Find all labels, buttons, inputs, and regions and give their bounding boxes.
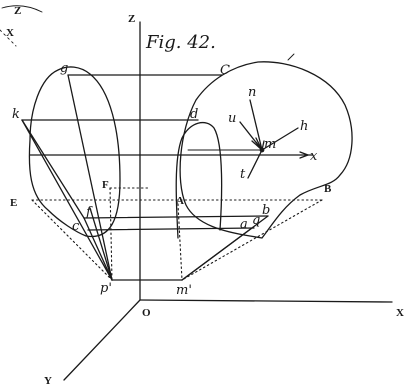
point-label-A: A bbox=[176, 195, 184, 207]
line-A-mprime bbox=[177, 203, 183, 281]
line-B-mprime bbox=[181, 199, 323, 281]
point-label-g: g bbox=[60, 61, 68, 76]
point-label-a: a bbox=[240, 217, 248, 232]
point-label-m: m bbox=[264, 137, 276, 152]
line-F-pprime bbox=[109, 187, 113, 281]
point-label-q: q bbox=[252, 213, 260, 228]
line-c-pprime bbox=[83, 217, 113, 281]
arrowhead-x bbox=[299, 151, 309, 159]
point-label-C: C bbox=[220, 63, 230, 78]
point-label-k: k bbox=[12, 107, 20, 122]
construction-lines bbox=[21, 74, 323, 281]
vector-m-h bbox=[261, 127, 299, 151]
line-c-a bbox=[87, 227, 255, 231]
vector-n-m bbox=[249, 99, 263, 151]
point-label-x: x bbox=[310, 149, 318, 164]
point-label-n: n bbox=[248, 85, 256, 100]
point-label-u: u bbox=[228, 111, 236, 126]
line-E-pprime bbox=[31, 199, 113, 281]
point-label-h: h bbox=[300, 119, 308, 134]
labels: Fig. 42. Z Z X X Y O g C k d n u m h x t… bbox=[6, 5, 404, 387]
point-label-f: f bbox=[85, 205, 93, 220]
point-label-c: c bbox=[72, 219, 80, 234]
curves bbox=[28, 53, 353, 239]
point-label-p-prime: p' bbox=[100, 281, 112, 296]
point-m-dot bbox=[259, 147, 265, 153]
line-f-pprime bbox=[89, 207, 113, 281]
point-label-t: t bbox=[240, 167, 246, 182]
y-axis bbox=[63, 299, 141, 381]
line-c-b bbox=[83, 215, 269, 219]
line-g-pprime bbox=[67, 74, 113, 281]
axis-label-z-upper-left: Z bbox=[14, 5, 21, 17]
point-label-B: B bbox=[324, 183, 332, 195]
axis-label-x: X bbox=[396, 307, 404, 319]
slanted-lines bbox=[21, 74, 323, 281]
vector-m-t bbox=[247, 149, 263, 179]
upper-left-z-arc bbox=[1, 5, 43, 13]
point-label-E: E bbox=[10, 197, 17, 209]
vectors-at-m bbox=[239, 99, 309, 179]
upper-left-x-axis bbox=[0, 29, 17, 47]
left-curve bbox=[28, 66, 121, 238]
point-label-b: b bbox=[262, 203, 270, 218]
axes bbox=[0, 5, 393, 381]
axis-label-x-upper-left: X bbox=[6, 27, 14, 39]
line-k-c bbox=[21, 119, 85, 219]
line-b-mprime bbox=[181, 215, 269, 281]
right-curve bbox=[179, 61, 353, 239]
axis-label-y: Y bbox=[44, 375, 52, 387]
line-k-pprime bbox=[21, 119, 113, 281]
right-curve-tick bbox=[287, 53, 295, 61]
point-label-m-prime: m' bbox=[176, 283, 192, 298]
axis-label-z: Z bbox=[128, 13, 135, 25]
figure-title: Fig. 42. bbox=[145, 32, 216, 53]
x-axis bbox=[139, 299, 393, 303]
point-label-d: d bbox=[190, 107, 198, 122]
inner-arch-curve bbox=[175, 121, 223, 239]
point-label-F: F bbox=[102, 179, 109, 191]
axis-label-origin: O bbox=[142, 307, 151, 319]
